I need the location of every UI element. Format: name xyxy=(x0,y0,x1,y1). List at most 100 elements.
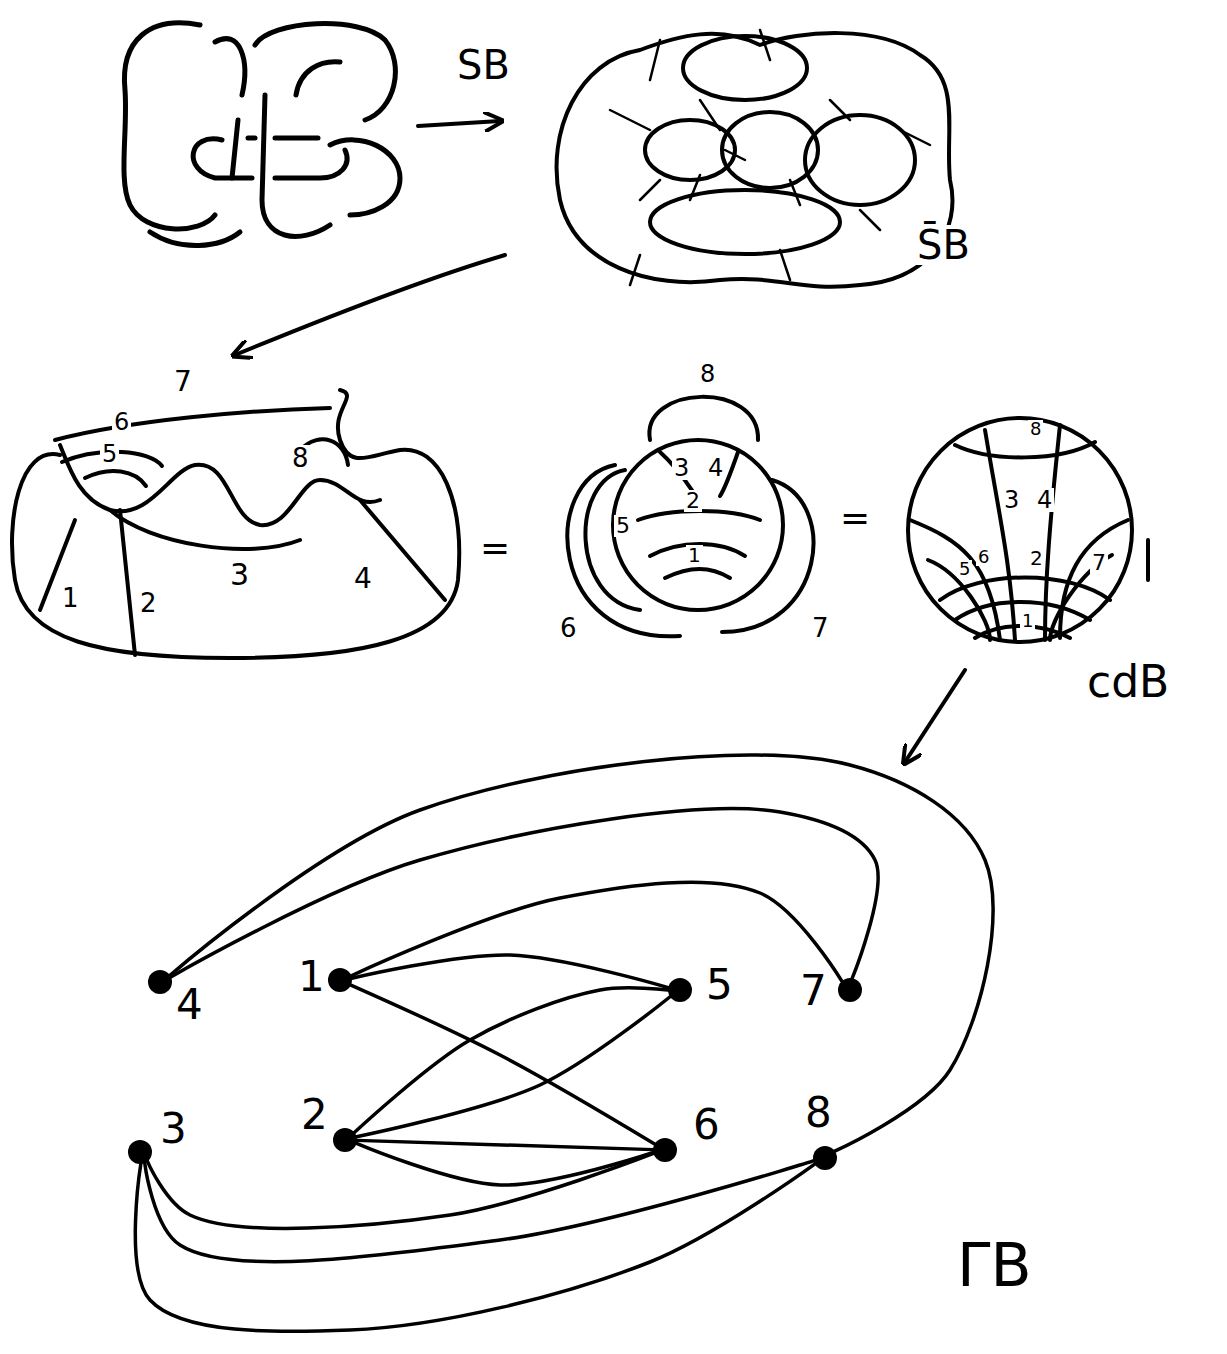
region-number: 4 xyxy=(1035,488,1054,512)
drawing-stroke xyxy=(650,190,840,254)
vertex-dot xyxy=(813,1146,837,1170)
drawing-stroke xyxy=(12,390,459,658)
vertex-label: 6 xyxy=(691,1104,722,1146)
drawing-stroke xyxy=(557,33,953,287)
drawing-stroke xyxy=(722,480,813,632)
graph-edge xyxy=(147,1153,653,1228)
arrow xyxy=(418,121,500,126)
math-label: cdB xyxy=(1085,660,1171,704)
drawing-stroke xyxy=(120,510,135,655)
drawing-stroke xyxy=(1146,540,1150,580)
drawing-stroke xyxy=(124,23,215,229)
drawing-stroke xyxy=(193,139,252,178)
knot-drawing xyxy=(124,23,400,246)
vertex-dot xyxy=(653,1138,677,1162)
drawing-stroke xyxy=(722,112,818,188)
vertex-label: 2 xyxy=(299,1094,330,1136)
vertex-label: 8 xyxy=(803,1092,834,1134)
drawing-stroke xyxy=(262,95,330,236)
region-number: 6 xyxy=(976,548,991,566)
vertex-label: 3 xyxy=(158,1108,189,1150)
region-number: 7 xyxy=(172,368,194,396)
region-number: 2 xyxy=(1028,548,1045,568)
drawing-stroke xyxy=(638,511,760,520)
graph-vertex: 8 xyxy=(813,1146,837,1170)
drawing-stroke xyxy=(1060,520,1128,638)
graph-edge xyxy=(354,988,668,1133)
region-number: 6 xyxy=(558,615,579,641)
drawing-stroke xyxy=(567,465,680,636)
vertex-dot xyxy=(838,978,862,1002)
drawing-stroke xyxy=(215,39,245,95)
region-number: 5 xyxy=(100,442,119,466)
drawing-stroke xyxy=(232,120,238,178)
drawing-stroke xyxy=(928,560,990,640)
drawing-stroke xyxy=(248,136,255,141)
math-label: ΓB xyxy=(955,1235,1034,1295)
region-number: 8 xyxy=(1028,420,1043,438)
vertex-dot xyxy=(328,968,352,992)
graph-edge xyxy=(351,985,655,1144)
region-number: 3 xyxy=(1002,488,1021,512)
region-number: 3 xyxy=(228,560,251,590)
vertex-dot xyxy=(333,1128,357,1152)
math-label: S̄B xyxy=(915,225,972,265)
surface-drawing xyxy=(12,390,459,658)
vertex-label: 4 xyxy=(174,984,205,1026)
drawing-stroke xyxy=(610,30,930,285)
region-number: 1 xyxy=(60,585,81,611)
graph-vertex: 6 xyxy=(653,1138,677,1162)
drawing-stroke xyxy=(330,140,400,215)
vertex-dot xyxy=(148,970,172,994)
drawing-stroke xyxy=(805,115,915,205)
graph-vertex: 7 xyxy=(838,978,862,1002)
drawing-stroke xyxy=(110,510,300,549)
arrow xyxy=(905,670,965,762)
drawing-stroke xyxy=(613,440,783,610)
region-number: 8 xyxy=(290,445,311,471)
region-number: 7 xyxy=(810,615,831,641)
region-number: 1 xyxy=(1020,612,1035,630)
vertex-dot xyxy=(668,978,692,1002)
drawing-stroke xyxy=(955,442,1095,457)
drawing-stroke xyxy=(665,569,730,578)
graph-edge xyxy=(357,1140,653,1149)
drawing-stroke xyxy=(296,62,340,95)
drawing-stroke xyxy=(255,24,395,120)
surface-drawing xyxy=(908,418,1148,642)
graph-edge xyxy=(357,1143,654,1185)
drawing-stroke xyxy=(275,150,347,178)
drawing-stroke xyxy=(275,136,318,141)
graph-vertex: 4 xyxy=(148,970,172,994)
graph-edge xyxy=(357,997,671,1137)
region-number: 4 xyxy=(352,565,374,593)
math-label: SB xyxy=(455,45,512,85)
region-number: 1 xyxy=(686,545,703,565)
vertex-label: 1 xyxy=(296,956,327,998)
graph-edge xyxy=(352,955,668,988)
graph-vertex: 1 xyxy=(328,968,352,992)
region-number: 3 xyxy=(672,456,691,480)
drawing-stroke xyxy=(683,36,807,100)
graph-edge xyxy=(145,1161,814,1262)
drawing-stroke xyxy=(55,408,330,440)
drawing-stroke xyxy=(585,470,640,610)
drawing-stroke xyxy=(985,430,1015,640)
vertex-label: 5 xyxy=(704,964,735,1006)
region-number: 7 xyxy=(1090,552,1108,574)
graph-edge xyxy=(135,1164,814,1331)
region-number: 2 xyxy=(138,590,159,616)
equals-sign: = xyxy=(478,530,512,566)
arrow xyxy=(235,255,505,355)
region-number: 5 xyxy=(614,515,632,537)
state-surface-drawing xyxy=(557,30,953,287)
equals-sign: = xyxy=(838,500,872,536)
region-number: 6 xyxy=(112,410,131,434)
graph-edge xyxy=(351,882,842,981)
drawing-stroke xyxy=(85,471,146,486)
drawing-stroke xyxy=(908,418,1132,642)
region-number: 2 xyxy=(684,490,702,512)
